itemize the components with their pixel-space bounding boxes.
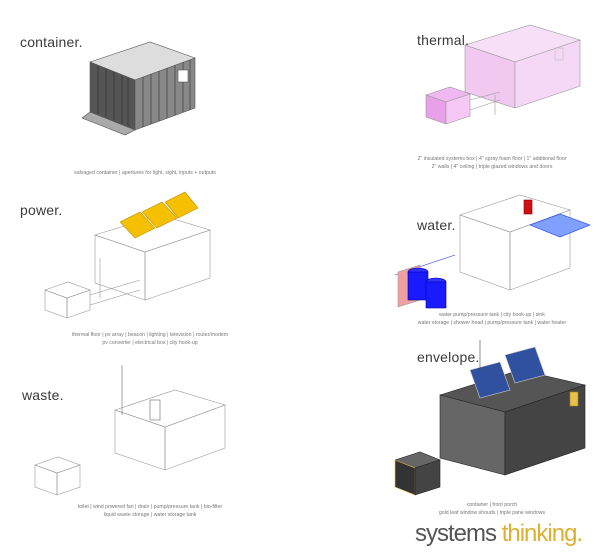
thermal-drawing xyxy=(425,24,581,125)
caption-power: thermal floor | pv array | beacon | ligh… xyxy=(0,332,300,347)
caption-envelope: container | front porch gold leaf window… xyxy=(380,502,604,517)
brand-title: systems thinking. xyxy=(415,520,583,548)
caption-waste: toilet | wind powered fan | drain | pump… xyxy=(0,504,300,519)
caption-line: salvaged container | apertures for light… xyxy=(74,170,216,176)
caption-thermal: 2" insulated systems box | 4" spray foam… xyxy=(380,156,604,171)
caption-water: water pump/pressure tank | city hook-up … xyxy=(380,312,604,327)
caption-line: thermal floor | pv array | beacon | ligh… xyxy=(71,332,229,338)
panel-title-container: container. xyxy=(20,34,83,50)
panel-title-waste: waste. xyxy=(22,387,64,403)
caption-line: gold leaf window shouds | triple pane wi… xyxy=(438,509,546,516)
caption-container: salvaged container | apertures for light… xyxy=(0,170,290,178)
envelope-drawing xyxy=(394,340,587,496)
caption-line: toilet | wind powered fan | drain | pump… xyxy=(77,504,223,510)
caption-line: pv converter | electrical box | city hoo… xyxy=(102,339,198,346)
water-drawing xyxy=(394,194,591,309)
caption-line: 2" insulated systems box | 4" spray foam… xyxy=(417,156,567,162)
caption-line: water storage | shower head | pump/press… xyxy=(417,319,567,326)
caption-line: water pump/pressure tank | city hook-up … xyxy=(439,312,545,318)
panel-title-power: power. xyxy=(20,202,63,218)
container-drawing xyxy=(81,41,196,136)
caption-line: liquid waste storage | water storage tan… xyxy=(103,511,197,518)
panel-title-thermal: thermal. xyxy=(417,32,470,48)
panel-title-water: water. xyxy=(417,217,456,233)
brand-word-systems: systems xyxy=(415,520,502,547)
power-drawing xyxy=(44,191,211,319)
waste-drawing xyxy=(34,365,226,496)
caption-line: 2" walls | 4" ceiling | triple glazed wi… xyxy=(431,163,553,170)
brand-word-thinking: thinking. xyxy=(501,520,583,547)
panel-title-envelope: envelope. xyxy=(417,349,480,365)
caption-line: container | front porch xyxy=(466,502,518,508)
